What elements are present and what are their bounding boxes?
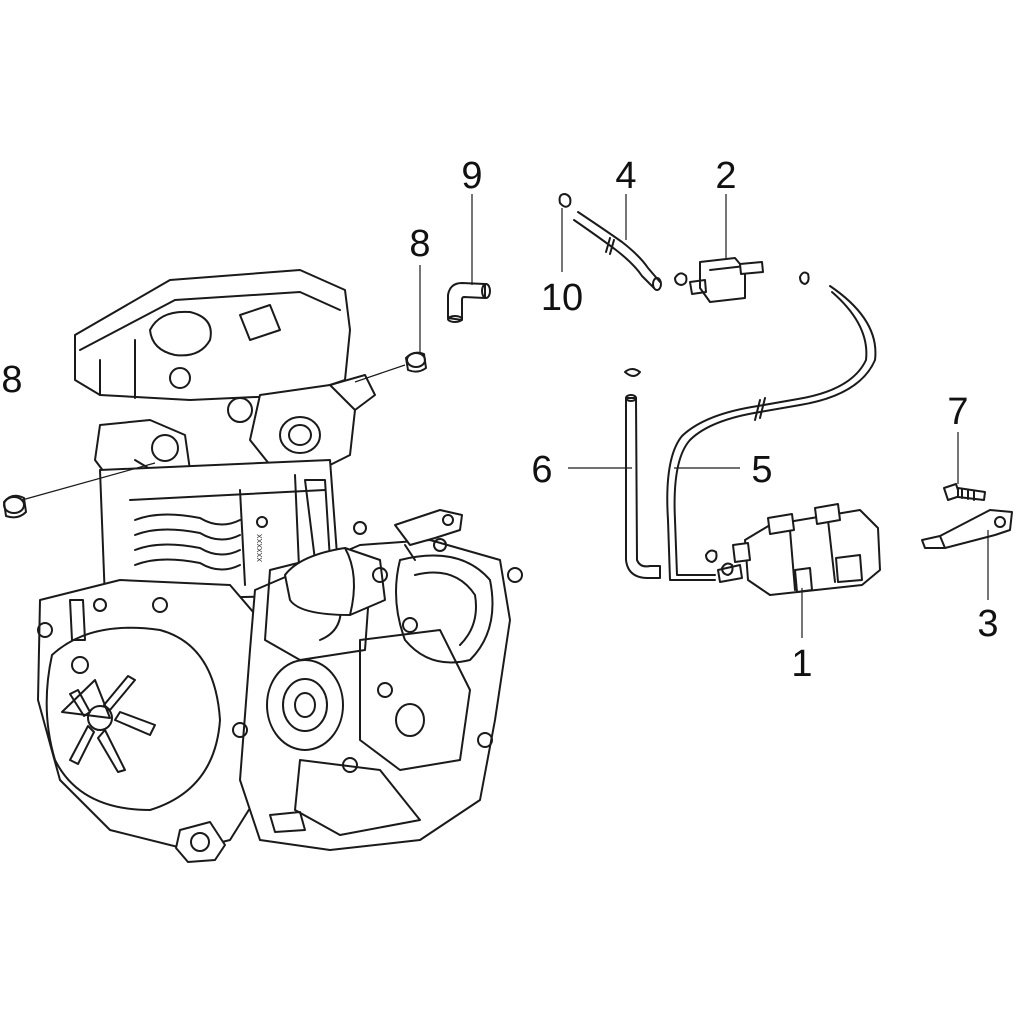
callout-10: 10 bbox=[541, 277, 583, 319]
part-6-bent-pipe bbox=[624, 368, 661, 579]
part-2-valve bbox=[689, 257, 764, 303]
callout-4: 4 bbox=[615, 155, 636, 197]
part-10-clamp bbox=[558, 193, 572, 208]
callout-8-right: 8 bbox=[409, 223, 430, 265]
callout-3: 3 bbox=[977, 603, 998, 645]
engine-assembly: XXXXXX bbox=[37, 269, 523, 863]
part-9-elbow-hose bbox=[447, 282, 491, 323]
clamp-2-outlet bbox=[799, 271, 810, 285]
leader-lines bbox=[21, 194, 989, 638]
callout-2: 2 bbox=[715, 155, 736, 197]
callout-6: 6 bbox=[531, 449, 552, 491]
part-1-canister bbox=[705, 503, 881, 596]
callout-1: 1 bbox=[791, 643, 812, 685]
part-8-plug-right bbox=[405, 351, 427, 373]
part-3-bracket bbox=[921, 509, 1013, 549]
part-4-hose bbox=[573, 211, 662, 291]
part-8-plug-left bbox=[3, 494, 27, 519]
callout-8-left: 8 bbox=[1, 359, 22, 401]
engine-marking: XXXXXX bbox=[257, 534, 264, 562]
clamp-4-end bbox=[674, 272, 688, 286]
callout-5: 5 bbox=[751, 449, 772, 491]
callout-labels: 1 2 3 4 5 6 7 8 8 9 10 bbox=[1, 155, 998, 685]
callout-9: 9 bbox=[461, 155, 482, 197]
callout-7: 7 bbox=[947, 391, 968, 433]
part-7-bolt bbox=[943, 483, 986, 501]
